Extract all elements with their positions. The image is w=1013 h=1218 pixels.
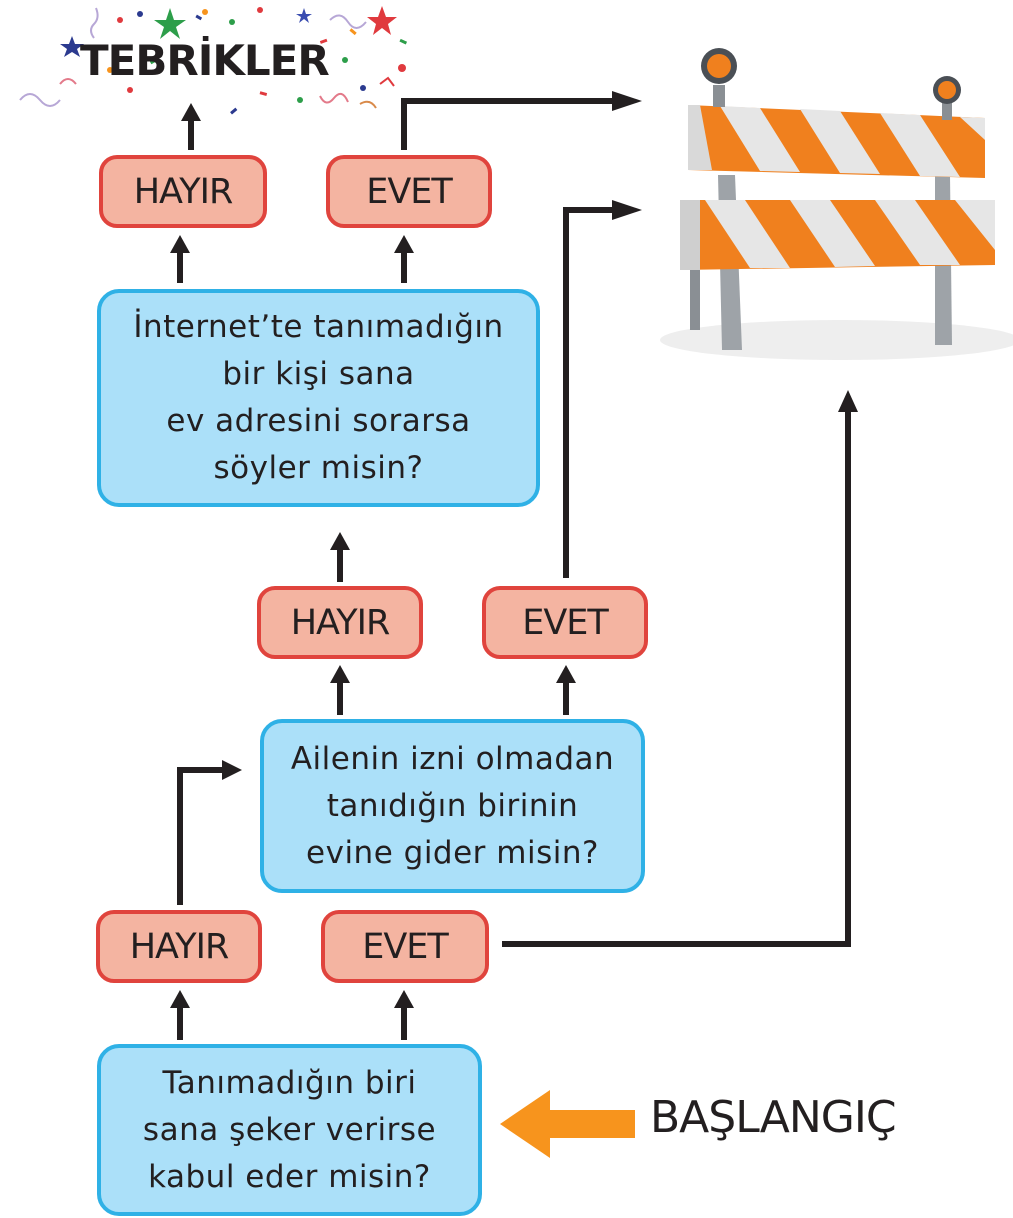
question-box-candy: Tanımadığın biri sana şeker verirse kabu… bbox=[97, 1044, 482, 1216]
question-text-address: İnternet’te tanımadığın bir kişi sana ev… bbox=[133, 309, 504, 486]
answer-no-visit[interactable]: HAYIR bbox=[257, 586, 423, 659]
start-arrow-icon bbox=[500, 1090, 635, 1158]
start-label: BAŞLANGIÇ bbox=[650, 1092, 897, 1143]
answer-yes-address[interactable]: EVET bbox=[326, 155, 492, 228]
answer-no-address[interactable]: HAYIR bbox=[99, 155, 267, 228]
question-text-visit: Ailenin izni olmadan tanıdığın birinin e… bbox=[290, 740, 615, 871]
question-text-candy: Tanımadığın biri sana şeker verirse kabu… bbox=[142, 1064, 437, 1195]
arrow-no1-to-q2 bbox=[177, 767, 225, 905]
connector-arrows bbox=[177, 98, 851, 1040]
arrow-yes3-to-barrier bbox=[401, 98, 615, 150]
answer-yes-candy[interactable]: EVET bbox=[321, 910, 489, 983]
arrow-heads bbox=[170, 91, 858, 1008]
congrats-title: TEBRİKLER bbox=[80, 36, 330, 85]
arrow-yes2-to-barrier bbox=[563, 207, 615, 578]
question-box-visit: Ailenin izni olmadan tanıdığın birinin e… bbox=[260, 719, 645, 893]
question-box-address: İnternet’te tanımadığın bir kişi sana ev… bbox=[97, 289, 540, 507]
confetti-icon bbox=[19, 6, 408, 115]
answer-yes-visit[interactable]: EVET bbox=[482, 586, 648, 659]
road-barrier-icon bbox=[660, 48, 1013, 360]
arrow-yes1-to-barrier bbox=[502, 410, 851, 947]
answer-no-candy[interactable]: HAYIR bbox=[96, 910, 262, 983]
